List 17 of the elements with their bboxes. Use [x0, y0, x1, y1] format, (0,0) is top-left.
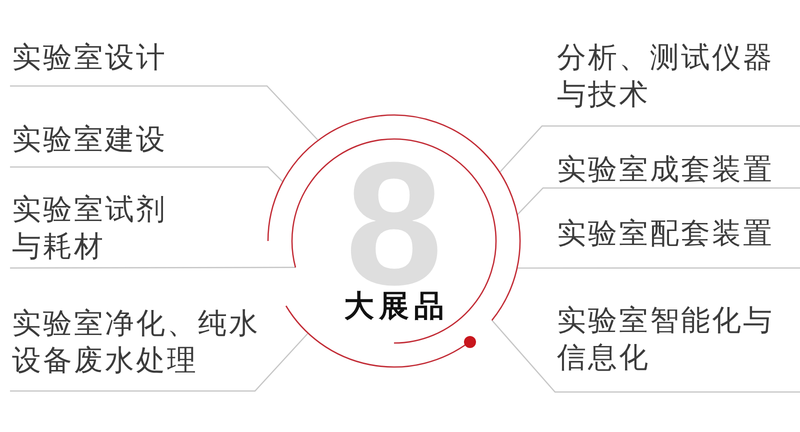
- leader-line: [10, 166, 284, 182]
- leader-line: [516, 187, 800, 216]
- category-text: 实验室配套装置: [555, 215, 800, 268]
- leader-line: [499, 125, 800, 173]
- category-text: 实验室成套装置: [555, 151, 800, 188]
- leader-line: [491, 320, 800, 393]
- hub-title: 大展品: [343, 291, 449, 323]
- leader-line: [10, 266, 296, 269]
- category-text: 实验室智能化与信息化: [555, 302, 800, 392]
- leader-line: [10, 332, 309, 392]
- category-text: 实验室建设: [10, 121, 167, 167]
- category-text: 实验室设计: [10, 39, 167, 86]
- category-text: 实验室试剂与耗材: [10, 191, 172, 268]
- category-text: 分析、测试仪器与技术: [555, 39, 800, 126]
- category-text: 实验室净化、纯水设备废水处理: [10, 305, 264, 391]
- leader-line: [517, 267, 800, 269]
- leader-line: [10, 85, 319, 141]
